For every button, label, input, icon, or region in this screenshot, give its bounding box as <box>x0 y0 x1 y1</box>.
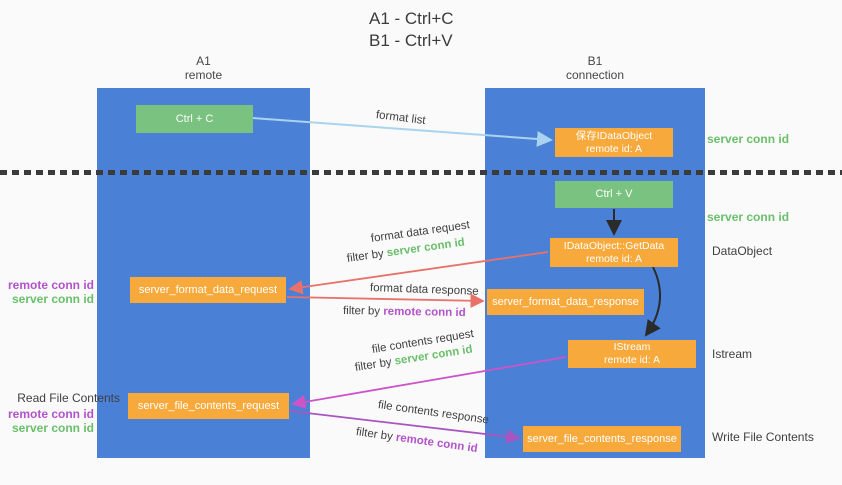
node-server-file-contents-response-label: server_file_contents_response <box>527 432 677 445</box>
label-format-data-response: format data response <box>369 282 479 298</box>
node-server-file-contents-request-label: server_file_contents_request <box>137 399 280 412</box>
lane-header-left: A1 remote <box>97 54 310 82</box>
label-format-data-request-filter: filter by server conn id <box>346 237 465 265</box>
lane-right-role: connection <box>565 68 625 82</box>
side-left-conn-ids-1: remote conn id server conn id <box>0 278 94 306</box>
side-istream-label: Istream <box>712 347 753 361</box>
side-server-conn-id-1: server conn id <box>11 292 94 306</box>
title-line-2: B1 - Ctrl+V <box>369 31 453 50</box>
node-server-file-contents-response: server_file_contents_response <box>523 426 681 452</box>
node-istream-line2: remote id: A <box>603 354 661 366</box>
arrow-format-data-response <box>286 293 485 308</box>
label-file-contents-response: file contents response <box>377 399 490 427</box>
filter-by-text: filter by <box>355 426 397 444</box>
node-save-dataobject-line1: 保存IDataObject <box>575 129 653 142</box>
lane-left-name: A1 <box>196 54 211 68</box>
lane-header-right: B1 connection <box>485 54 705 82</box>
side-server-conn-id-mid: server conn id <box>707 210 790 224</box>
filter-by-text: filter by <box>354 355 396 374</box>
side-read-file-contents-label: Read File Contents <box>17 391 120 405</box>
node-getdata-line1: IDataObject::GetData <box>563 239 665 252</box>
node-ctrl-c-label: Ctrl + C <box>175 112 214 125</box>
node-ctrl-v-label: Ctrl + V <box>595 188 633 200</box>
side-server-conn-id-2: server conn id <box>11 421 94 435</box>
node-save-dataobject-line2: remote id: A <box>585 142 643 155</box>
remote-conn-id-text: remote conn id <box>395 431 479 456</box>
side-left-conn-ids-2: remote conn id server conn id <box>0 407 94 435</box>
diagram-title: A1 - Ctrl+C B1 - Ctrl+V <box>369 8 454 52</box>
node-getdata: IDataObject::GetData remote id: A <box>550 238 678 267</box>
dotted-divider <box>0 170 842 175</box>
node-server-format-data-request-label: server_format_data_request <box>138 283 278 296</box>
node-server-format-data-request: server_format_data_request <box>130 277 286 303</box>
node-save-dataobject: 保存IDataObject remote id: A <box>555 128 673 157</box>
remote-conn-id-text: remote conn id <box>383 305 466 320</box>
node-ctrl-c: Ctrl + C <box>136 105 253 133</box>
side-write-file-contents-label: Write File Contents <box>712 430 814 444</box>
node-server-file-contents-request: server_file_contents_request <box>128 393 289 419</box>
side-server-conn-id-top: server conn id <box>707 132 790 146</box>
side-dataobject-label: DataObject <box>712 244 773 258</box>
filter-by-text: filter by <box>342 305 384 318</box>
node-istream-line1: IStream <box>613 341 651 353</box>
label-file-contents-response-filter: filter by remote conn id <box>355 426 478 455</box>
side-remote-conn-id-1: remote conn id <box>7 278 94 292</box>
title-line-1: A1 - Ctrl+C <box>369 9 454 28</box>
node-server-format-data-response-label: server_format_data_response <box>492 295 639 308</box>
node-getdata-line2: remote id: A <box>585 252 643 265</box>
node-server-format-data-response: server_format_data_response <box>487 289 644 315</box>
label-format-data-response-filter: filter by remote conn id <box>343 305 466 319</box>
lane-right-name: B1 <box>587 54 603 68</box>
side-remote-conn-id-2: remote conn id <box>7 407 94 421</box>
lane-left-role: remote <box>184 68 223 82</box>
filter-by-text: filter by <box>346 247 388 265</box>
node-istream: IStream remote id: A <box>568 340 696 368</box>
node-ctrl-v: Ctrl + V <box>555 181 673 208</box>
label-format-list: format list <box>375 109 427 128</box>
